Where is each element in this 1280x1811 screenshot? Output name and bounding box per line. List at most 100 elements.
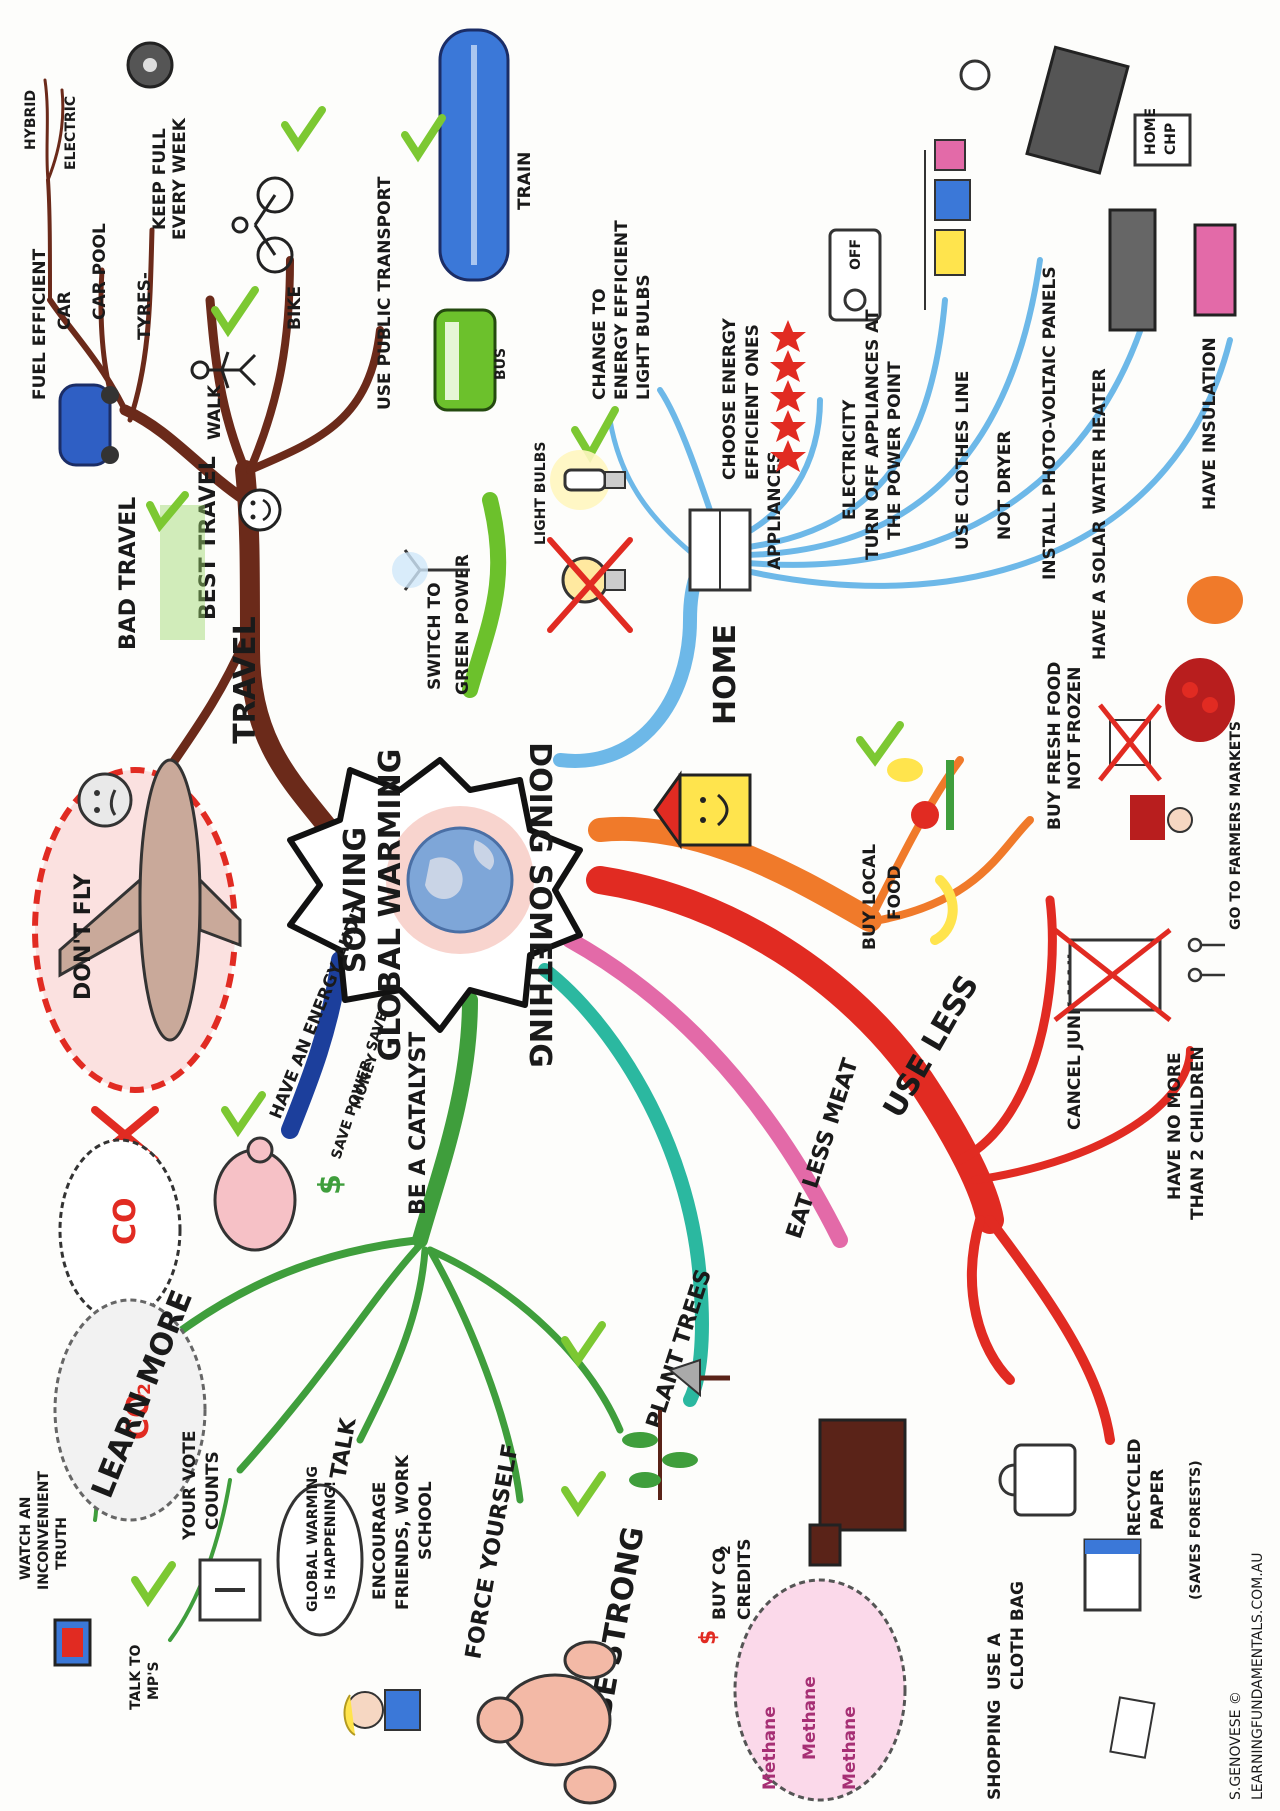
- tick-icon: [561, 1471, 606, 1518]
- cow-icon: [808, 1418, 907, 1567]
- vote-branch: [236, 1241, 424, 1474]
- cloth-bag-line2: CLOTH BAG: [1008, 1581, 1028, 1690]
- cloth-bag-icon: [998, 1443, 1077, 1517]
- clothes-line-branch: [717, 297, 948, 553]
- bike-branch: [246, 256, 294, 474]
- recycled-paper-icon: [1083, 1538, 1142, 1612]
- market-basket-icon: [1165, 658, 1235, 742]
- vote-line2: COUNTS: [203, 1451, 223, 1530]
- tick-icon: [571, 406, 619, 463]
- choose-line1: CHOOSE ENERGY: [720, 317, 740, 480]
- credit-site: LEARNINGFUNDAMENTALS.COM.AU: [1250, 1553, 1266, 1800]
- strongman-icon: [476, 1640, 617, 1805]
- vote-line1: YOUR VOTE: [180, 1431, 200, 1542]
- be-strong-branch: [426, 1246, 624, 1434]
- photo-voltaic-branch: [717, 257, 1043, 559]
- tyres-line: [127, 227, 155, 423]
- clothes-line-icon: [924, 139, 971, 310]
- green-power-line1: SWITCH TO: [425, 582, 445, 690]
- paper-sheet-icon: [1109, 1696, 1156, 1759]
- choose-line2: EFFICIENT ONES: [743, 324, 763, 480]
- frozen-box-crossed-icon: [1098, 703, 1162, 782]
- methane-text-3: Methane: [840, 1706, 860, 1790]
- junk-mail-crossed-icon: [1053, 928, 1172, 1022]
- buy-co2-line2: CREDITS: [735, 1539, 755, 1620]
- light-bulbs-branch: [607, 417, 703, 563]
- insulation-label: HAVE INSULATION: [1200, 337, 1220, 510]
- off-label: OFF: [848, 239, 864, 270]
- use-less-main-branch: [586, 866, 1004, 1234]
- home-chp-icon: [1133, 113, 1192, 167]
- catalyst-main-branch: [412, 992, 478, 1248]
- junk-mail-branch: [955, 895, 1057, 1165]
- tick-icons: [131, 106, 904, 1608]
- svg-text:CO: CO: [121, 1392, 156, 1440]
- earth-land: [425, 840, 495, 900]
- car-icon: [58, 383, 119, 467]
- bicycle-icon: [231, 176, 294, 274]
- tv-icon: [53, 1618, 92, 1667]
- woman-talking-icon: [343, 1689, 421, 1736]
- talk-branch: [356, 1246, 429, 1444]
- fresh-line1: BUY FRESH FOOD: [1045, 662, 1065, 830]
- sun-icon: [959, 59, 991, 91]
- car-pool-label: CAR POOL: [90, 223, 110, 320]
- tick-icon: [856, 721, 904, 767]
- turnoff-line1: TURN OFF APPLIANCES AT: [863, 309, 883, 560]
- sad-face-icon: [77, 772, 133, 828]
- electricity-label: ELECTRICITY: [840, 399, 860, 520]
- watch-line2: INCONVENIENT: [36, 1471, 52, 1590]
- fridge-icon: [688, 508, 752, 592]
- catalyst-branches: [93, 992, 624, 1642]
- tick-icon: [281, 106, 326, 153]
- local-food-main-branch: [588, 816, 882, 932]
- insulation-icon: [1193, 223, 1237, 317]
- center-line3: DOING SOMETHING: [522, 742, 557, 1068]
- tyres-detail-1: KEEP FULL: [150, 128, 170, 230]
- trowel-icon: [667, 1358, 730, 1398]
- energy-stars-icon: [770, 320, 806, 472]
- insulation-branch: [717, 337, 1233, 589]
- cloth-bag-line1: USE A: [985, 1632, 1005, 1690]
- tick-icon: [221, 1091, 266, 1138]
- tyres-detail-2: EVERY WEEK: [170, 117, 190, 240]
- buy-co2-sub: 2: [718, 1545, 734, 1555]
- bus-icon: [433, 308, 497, 412]
- electric-line: [46, 88, 65, 182]
- fuel-efficient-label: FUEL EFFICIENT: [30, 248, 50, 400]
- clothes-line-label: USE CLOTHES LINE: [953, 371, 973, 550]
- home-chp-line1: HOME: [1143, 108, 1159, 155]
- best-travel-label: BEST TRAVEL: [196, 456, 221, 620]
- force-branch: [426, 1246, 524, 1504]
- catalyst-label: BE A CATALYST: [406, 1032, 431, 1215]
- children-icon: [1187, 937, 1225, 983]
- children-line2: THAN 2 CHILDREN: [1188, 1046, 1208, 1220]
- home-label: HOME: [708, 624, 743, 725]
- cloth-bag-branch: [966, 1215, 1015, 1385]
- shopping-label: SHOPPING: [985, 1700, 1005, 1800]
- light-bulbs-label: LIGHT BULBS: [533, 442, 549, 545]
- fruit-veg-icon: [887, 758, 958, 945]
- buy-local-line2: FOOD: [885, 865, 905, 920]
- methane-cloud: [733, 1578, 907, 1802]
- tick-icon: [561, 1321, 606, 1368]
- speech-bubble: [276, 1483, 364, 1637]
- green-power-line2: GREEN POWER: [453, 554, 473, 695]
- svg-text:2: 2: [135, 1383, 155, 1395]
- car-label: CAR: [55, 291, 75, 330]
- talk-mps-line2: MP'S: [146, 1661, 162, 1700]
- train-label: TRAIN: [515, 152, 535, 210]
- car-branch: [119, 404, 251, 506]
- co2-cloud-red: CO: [58, 1138, 182, 1322]
- encourage-line1: ENCOURAGE: [370, 1482, 390, 1600]
- use-less-branches: [586, 866, 1194, 1445]
- solar-heater-branch: [717, 297, 1153, 568]
- co2-cloud-grey: CO 2: [53, 1298, 207, 1522]
- change-bulbs-line3: LIGHT BULBS: [634, 274, 654, 400]
- bus-label: BUS: [493, 348, 509, 380]
- encourage-line2: FRIENDS, WORK: [393, 1454, 413, 1610]
- speech-line2: IS HAPPENING!: [323, 1481, 339, 1600]
- smiley-face-icon: [238, 488, 282, 532]
- not-dryer-label: NOT DRYER: [995, 431, 1015, 540]
- change-bulbs-line1: CHANGE TO: [590, 288, 610, 400]
